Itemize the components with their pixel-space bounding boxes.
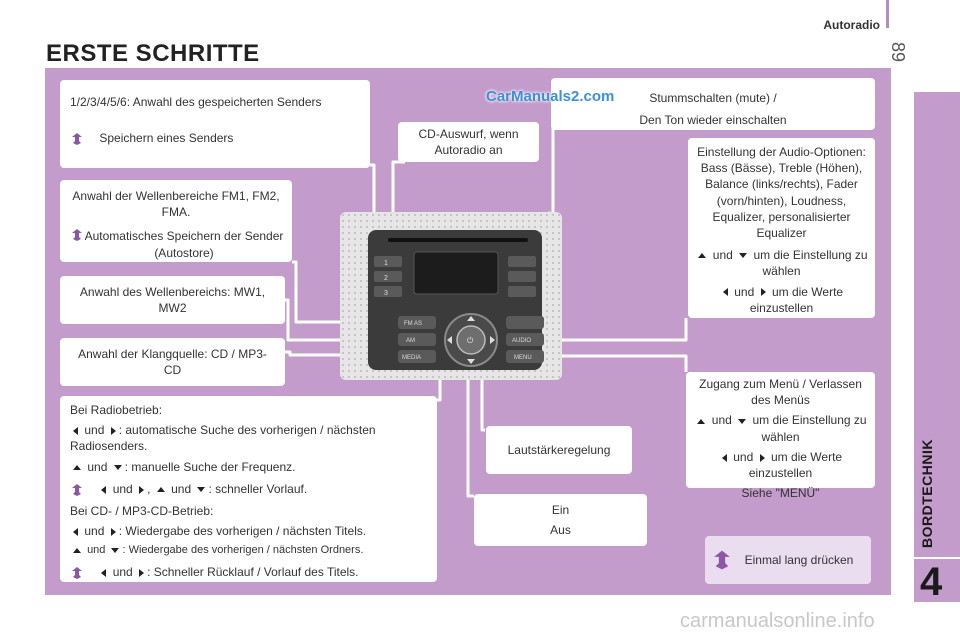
eject-callout: CD-Auswurf, wenn Autoradio an	[398, 122, 539, 162]
wrench-icon	[72, 566, 82, 579]
left-arrow-icon	[721, 453, 727, 462]
wrench-icon	[72, 229, 82, 242]
radio-manual-text: : manuelle Suche der Frequenz.	[124, 459, 296, 474]
side-tab-divider	[914, 557, 960, 559]
save-station-text: Speichern eines Senders	[99, 131, 234, 146]
radio-mode-heading: Bei Radiobetrieb:	[70, 403, 163, 417]
up-arrow-icon	[156, 487, 165, 493]
cd-folder-text: : Wiedergabe des vorherigen / nächsten O…	[122, 544, 364, 557]
fm-callout: Anwahl der Wellenbereiche FM1, FM2, FMA.…	[60, 180, 292, 262]
radio-operations-callout: Bei Radiobetrieb: und : automatische Suc…	[60, 396, 437, 582]
cd-slot	[388, 238, 528, 242]
menu-access-text: Zugang zum Menü / Verlassen des Menüs	[699, 377, 862, 408]
source-callout: Anwahl der Klangquelle: CD / MP3-CD	[60, 338, 285, 386]
display	[413, 251, 499, 295]
down-arrow-icon	[113, 464, 122, 470]
side-tab-number: 4	[920, 560, 943, 604]
right-arrow-icon	[139, 568, 145, 577]
down-arrow-icon	[738, 418, 747, 424]
audio-button-label: AUDIO	[512, 338, 531, 344]
fm-button-label: FM AS	[404, 321, 422, 327]
left-arrow-icon	[101, 568, 107, 577]
right-arrow-icon	[759, 453, 765, 462]
left-arrow-icon	[722, 288, 728, 297]
mw-callout: Anwahl des Wellenbereichs: MW1, MW2	[60, 276, 285, 324]
mute-text: Stummschalten (mute) /	[649, 91, 777, 105]
up-arrow-icon	[73, 464, 81, 470]
page-title: ERSTE SCHRITTE	[46, 40, 260, 67]
audio-settings-callout: Einstellung der Audio-Optionen: Bass (Bä…	[688, 138, 875, 318]
long-press-legend: Einmal lang drücken	[705, 536, 871, 584]
power-off-text: Aus	[550, 523, 571, 538]
audio-settings-text: Einstellung der Audio-Optionen: Bass (Bä…	[697, 145, 866, 240]
long-press-text: Einmal lang drücken	[744, 552, 854, 567]
preset-button-3: 3	[384, 290, 388, 297]
radio-seek-text: : automatische Suche des vorherigen / nä…	[70, 423, 376, 454]
menu-select-text: um die Einstellung zu wählen	[752, 413, 867, 444]
mute-callout: Stummschalten (mute) / Den Ton wieder ei…	[551, 78, 875, 130]
preset-button-2: 2	[384, 275, 388, 282]
power-callout: Ein Aus	[474, 494, 647, 546]
right-arrow-icon	[760, 288, 766, 297]
volume-knob	[456, 325, 486, 355]
left-arrow-icon	[73, 527, 78, 536]
volume-callout: Lautstärkeregelung	[486, 426, 632, 474]
volume-text: Lautstärkeregelung	[507, 443, 611, 457]
unmute-text: Den Ton wieder einschalten	[639, 113, 787, 128]
svg-text:⏻: ⏻	[467, 336, 474, 345]
radio-fast-text: : schneller Vorlauf.	[208, 481, 308, 496]
menu-adjust-text: um die Werte einzustellen	[748, 449, 843, 480]
side-tab	[914, 92, 960, 602]
watermark-top: CarManuals2.com	[486, 88, 615, 105]
wrench-icon	[72, 133, 82, 146]
mw-text: Anwahl des Wellenbereichs: MW1, MW2	[79, 285, 266, 316]
fm-text: Anwahl der Wellenbereiche FM1, FM2, FMA.	[72, 189, 280, 220]
source-text: Anwahl der Klangquelle: CD / MP3-CD	[78, 347, 267, 378]
preset-buttons: 1 2 3	[374, 256, 402, 297]
menu-button-label: MENU	[514, 355, 532, 361]
left-arrow-icon	[101, 485, 107, 494]
left-arrow-icon	[73, 427, 78, 436]
up-arrow-icon	[698, 253, 707, 259]
header-bar	[886, 0, 889, 28]
up-arrow-icon	[697, 418, 706, 424]
wrench-icon	[714, 550, 730, 570]
down-arrow-icon	[739, 253, 748, 259]
watermark-bottom: carmanualsonline.info	[680, 610, 875, 632]
down-arrow-icon	[197, 487, 206, 493]
select-setting-text: um die Einstellung zu wählen	[753, 248, 868, 279]
menu-see-text: Siehe "MENÜ"	[741, 486, 820, 501]
up-arrow-icon	[73, 547, 81, 553]
right-arrow-icon	[110, 427, 116, 436]
cd-mode-heading: Bei CD- / MP3-CD-Betrieb:	[70, 503, 214, 518]
radio-unit: 1 2 3 FM AS AM MEDIA AUDIO MENU ⏻	[340, 212, 562, 380]
am-button-label: AM	[406, 338, 415, 344]
autostore-text: Automatisches Speichern der Sender (Auto…	[84, 229, 284, 260]
media-button-label: MEDIA	[402, 355, 421, 361]
power-on-text: Ein	[551, 503, 570, 517]
preset-button-1: 1	[384, 260, 388, 267]
right-arrow-icon	[110, 527, 116, 536]
wrench-icon	[72, 483, 82, 496]
eject-text: CD-Auswurf, wenn Autoradio an	[418, 127, 519, 158]
right-arrow-icon	[139, 485, 145, 494]
header-section: Autoradio	[823, 18, 880, 32]
cd-fast-text: : Schneller Rücklauf / Vorlauf des Titel…	[147, 565, 359, 580]
presets-callout: 1/2/3/4/5/6: Anwahl des gespeicherten Se…	[60, 80, 370, 168]
menu-callout: Zugang zum Menü / Verlassen des Menüs un…	[686, 372, 875, 500]
presets-text: 1/2/3/4/5/6: Anwahl des gespeicherten Se…	[70, 95, 322, 109]
cd-track-text: : Wiedergabe des vorherigen / nächsten T…	[118, 524, 367, 539]
adjust-values-text: um die Werte einzustellen	[749, 284, 844, 315]
down-arrow-icon	[111, 547, 120, 553]
